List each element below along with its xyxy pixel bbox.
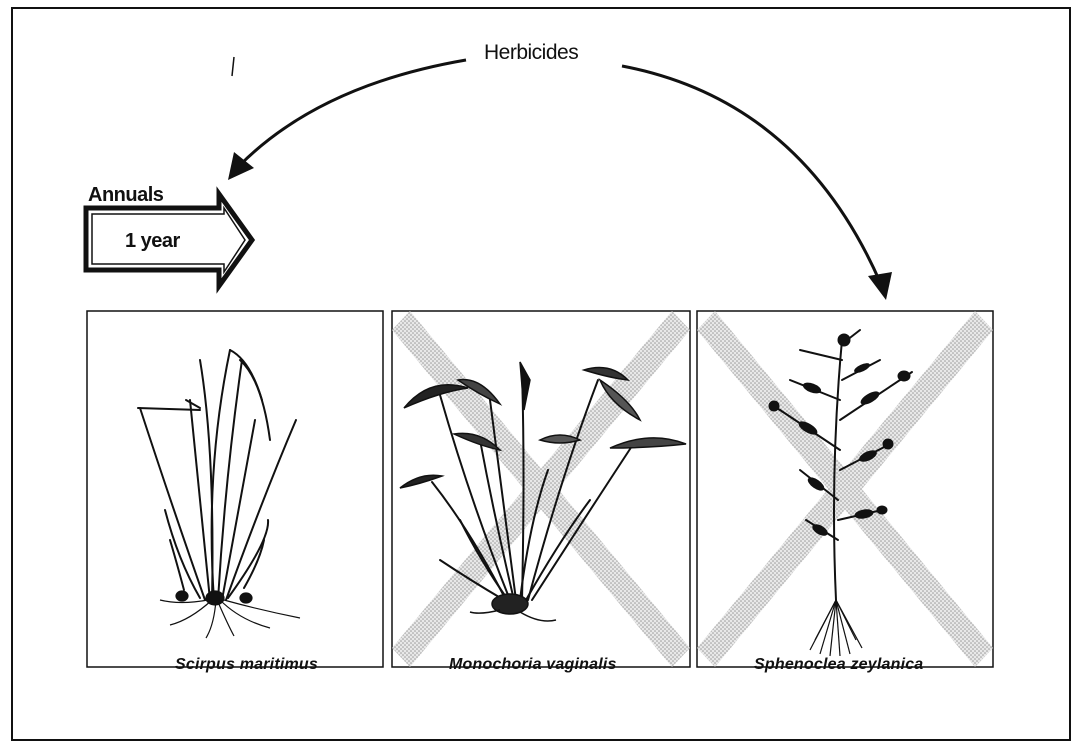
one-year-label: 1 year bbox=[125, 230, 180, 253]
species-caption: Sphenoclea zeylanica bbox=[754, 656, 923, 674]
herbicides-label: Herbicides bbox=[484, 41, 578, 65]
panel-sphenoclea bbox=[697, 311, 993, 667]
panel-monochoria bbox=[392, 311, 690, 667]
species-caption: Scirpus maritimus bbox=[175, 656, 318, 674]
stray-mark bbox=[232, 57, 234, 76]
species-caption: Monochoria vaginalis bbox=[449, 656, 617, 674]
arrow-to-sphenoclea bbox=[622, 66, 892, 300]
annuals-label: Annuals bbox=[88, 184, 163, 207]
panel-scirpus bbox=[87, 311, 383, 667]
arrow-to-annuals bbox=[228, 60, 466, 180]
